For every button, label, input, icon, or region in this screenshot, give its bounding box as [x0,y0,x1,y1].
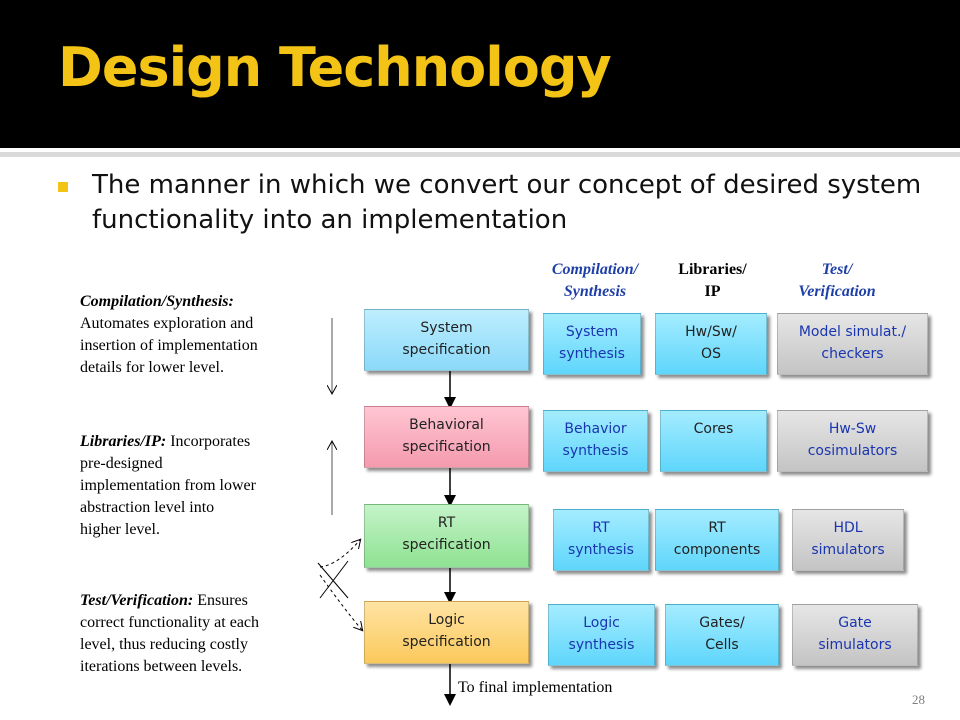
verification-curve [319,574,362,630]
rt-synthesis-box: RT synthesis [553,509,649,571]
box-label: Hw/Sw/ [685,324,737,340]
box-label: Cores [693,421,734,437]
box-label: Hw-Sw [828,421,877,437]
logic-specification-box: Logic specification [364,601,529,664]
cores-box: Cores [660,410,767,472]
box-label: specification [402,634,491,650]
note-line: correct functionality at each [80,614,260,631]
verification-curve [319,540,360,568]
note-line: iterations between levels. [80,658,243,675]
bullet-square-icon [58,182,68,192]
note-test: Test/Verification: Ensures correct funct… [80,590,259,678]
box-label: Gate [838,615,872,631]
box-label: specification [402,342,491,358]
box-label: System [420,320,473,336]
box-label: RT [592,520,610,536]
box-label: RT [708,520,726,536]
note-line: Incorporates [166,433,251,450]
box-label: cosimulators [807,443,898,459]
box-label: Gates/ [699,615,745,631]
note-line: implementation from lower [80,477,256,494]
box-label: checkers [821,346,884,362]
note-line: insertion of implementation [80,337,258,354]
rt-components-box: RT components [655,509,779,571]
note-heading: Compilation/Synthesis: [80,293,234,310]
box-label: simulators [818,637,892,653]
note-line: Ensures [193,592,248,609]
column-heading-line: Compilation/ [551,261,639,278]
behavior-synthesis-box: Behavior synthesis [543,410,648,472]
column-heading-line: Libraries/ [678,261,747,278]
column-heading-line: Synthesis [563,283,627,300]
column-heading-test: Test/ Verification [772,259,902,303]
column-heading-line: Test/ [821,261,853,278]
hdl-simulators-box: HDL simulators [792,509,904,571]
box-label: specification [402,537,491,553]
final-implementation-label: To final implementation [458,679,613,696]
box-label: Model simulat./ [798,324,907,340]
note-compilation: Compilation/Synthesis: Automates explora… [80,291,258,379]
hw-sw-cosimulators-box: Hw-Sw cosimulators [777,410,928,472]
box-label: System [565,324,619,340]
note-heading: Test/Verification: [80,592,194,609]
box-label: Logic [583,615,620,631]
box-label: components [673,542,761,558]
gates-cells-box: Gates/ Cells [665,604,779,666]
box-label: OS [701,346,721,362]
bullet-text: The manner in which we convert our conce… [92,170,922,235]
cross-line [319,560,349,599]
box-label: synthesis [559,346,625,362]
box-label: Cells [705,637,739,653]
column-heading-line: Verification [798,283,876,300]
box-label: simulators [811,542,885,558]
note-line: details for lower level. [80,359,224,376]
behavioral-specification-box: Behavioral specification [364,406,529,468]
box-label: synthesis [568,542,634,558]
hw-sw-os-box: Hw/Sw/ OS [655,313,767,375]
box-label: synthesis [568,637,635,653]
note-heading: Libraries/IP: [80,433,167,450]
box-label: synthesis [562,443,629,459]
slide-title: Design Technology [58,36,612,99]
page-number: 28 [912,692,925,707]
model-simulators-box: Model simulat./ checkers [777,313,928,375]
system-specification-box: System specification [364,309,529,371]
column-heading-line: IP [704,283,721,300]
rt-specification-box: RT specification [364,504,529,568]
box-label: specification [402,439,491,455]
box-label: Behavior [564,421,627,437]
box-label: Logic [428,612,465,628]
logic-synthesis-box: Logic synthesis [548,604,655,666]
note-libraries: Libraries/IP: Incorporates pre-designed … [80,431,256,541]
system-synthesis-box: System synthesis [543,313,641,375]
column-heading-compilation: Compilation/ Synthesis [530,259,660,303]
note-line: higher level. [80,521,160,538]
gate-simulators-box: Gate simulators [792,604,918,666]
column-heading-libraries: Libraries/ IP [655,259,770,303]
box-label: HDL [833,520,863,536]
note-line: Automates exploration and [80,315,254,332]
box-label: Behavioral [409,417,484,433]
note-line: abstraction level into [80,499,215,516]
note-line: level, thus reducing costly [80,636,248,653]
title-divider [0,152,960,157]
box-label: RT [437,515,456,531]
note-line: pre-designed [80,455,163,472]
title-bar: Design Technology [0,0,960,148]
